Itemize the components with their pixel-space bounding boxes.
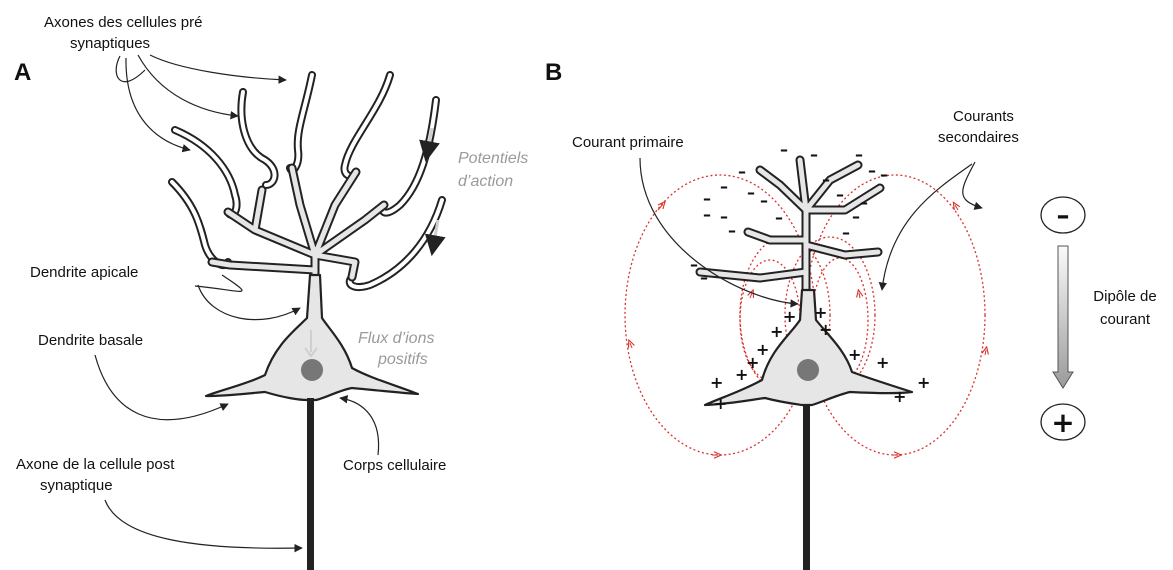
svg-text:–: –: [868, 161, 876, 180]
neuron-a-dendrites: [212, 168, 384, 290]
label-ion-flux-1: Flux d’ions: [358, 330, 434, 347]
svg-text:–: –: [810, 145, 818, 164]
panel-b-letter: B: [545, 59, 562, 86]
panel-a-letter: A: [14, 59, 31, 86]
svg-text:+: +: [783, 307, 796, 326]
label-postsynaptic-axon-1: Axone de la cellule post: [16, 456, 175, 473]
panel-b: B – – –: [545, 59, 1157, 570]
panel-a-leader-arrows: [95, 55, 379, 548]
label-secondary-currents-2: secondaires: [938, 129, 1019, 146]
svg-text:–: –: [760, 191, 768, 210]
svg-text:–: –: [720, 177, 728, 196]
label-presynaptic-axons-2: synaptiques: [70, 35, 150, 52]
label-postsynaptic-axon-2: synaptique: [40, 477, 113, 494]
label-apical-dendrite: Dendrite apicale: [30, 264, 138, 281]
svg-text:–: –: [747, 183, 755, 202]
svg-text:+: +: [876, 353, 889, 372]
label-primary-current: Courant primaire: [572, 134, 684, 151]
svg-text:+: +: [819, 320, 832, 339]
svg-text:+: +: [710, 373, 723, 392]
svg-text:–: –: [880, 165, 888, 184]
svg-text:–: –: [703, 205, 711, 224]
panel-a: A: [14, 14, 528, 570]
label-action-potentials-2: d’action: [458, 173, 513, 190]
svg-text:–: –: [842, 223, 850, 242]
svg-text:+: +: [735, 365, 748, 384]
svg-text:+: +: [770, 322, 783, 341]
svg-text:–: –: [836, 185, 844, 204]
svg-text:–: –: [852, 207, 860, 226]
svg-text:–: –: [855, 145, 863, 164]
svg-text:–: –: [780, 140, 788, 159]
svg-text:–: –: [700, 268, 708, 287]
neuron-b-nucleus: [797, 359, 819, 381]
svg-text:–: –: [738, 162, 746, 181]
svg-text:–: –: [720, 207, 728, 226]
label-ion-flux-2: positifs: [377, 351, 428, 368]
svg-text:–: –: [860, 193, 868, 212]
neuron-b-axon: [803, 404, 810, 570]
svg-text:+: +: [917, 373, 930, 392]
svg-text:–: –: [822, 170, 830, 189]
svg-text:+: +: [893, 387, 906, 406]
neuron-a-nucleus: [301, 359, 323, 381]
label-action-potentials-1: Potentiels: [458, 150, 528, 167]
negative-charges: – – – – – – – – – – – – – – – – – – – – …: [690, 140, 888, 287]
current-dipole-indicator: – + Dipôle de courant: [1041, 197, 1157, 440]
label-cell-body: Corps cellulaire: [343, 457, 446, 474]
label-dipole-2: courant: [1100, 311, 1151, 328]
svg-text:+: +: [714, 394, 727, 413]
panel-b-leader-arrows: [640, 158, 982, 304]
svg-text:–: –: [728, 221, 736, 240]
label-dipole-1: Dipôle de: [1093, 288, 1156, 305]
dipole-arrow: [1053, 246, 1073, 388]
neuron-a-postsynaptic-axon: [307, 398, 314, 570]
neuron-b-soma: [705, 290, 912, 405]
label-secondary-currents-1: Courants: [953, 108, 1014, 125]
svg-text:–: –: [775, 208, 783, 227]
label-basal-dendrite: Dendrite basale: [38, 332, 143, 349]
svg-text:+: +: [848, 345, 861, 364]
dipole-positive-sign: +: [1051, 406, 1074, 439]
dipole-negative-sign: –: [1057, 201, 1070, 231]
label-presynaptic-axons-1: Axones des cellules pré: [44, 14, 202, 31]
